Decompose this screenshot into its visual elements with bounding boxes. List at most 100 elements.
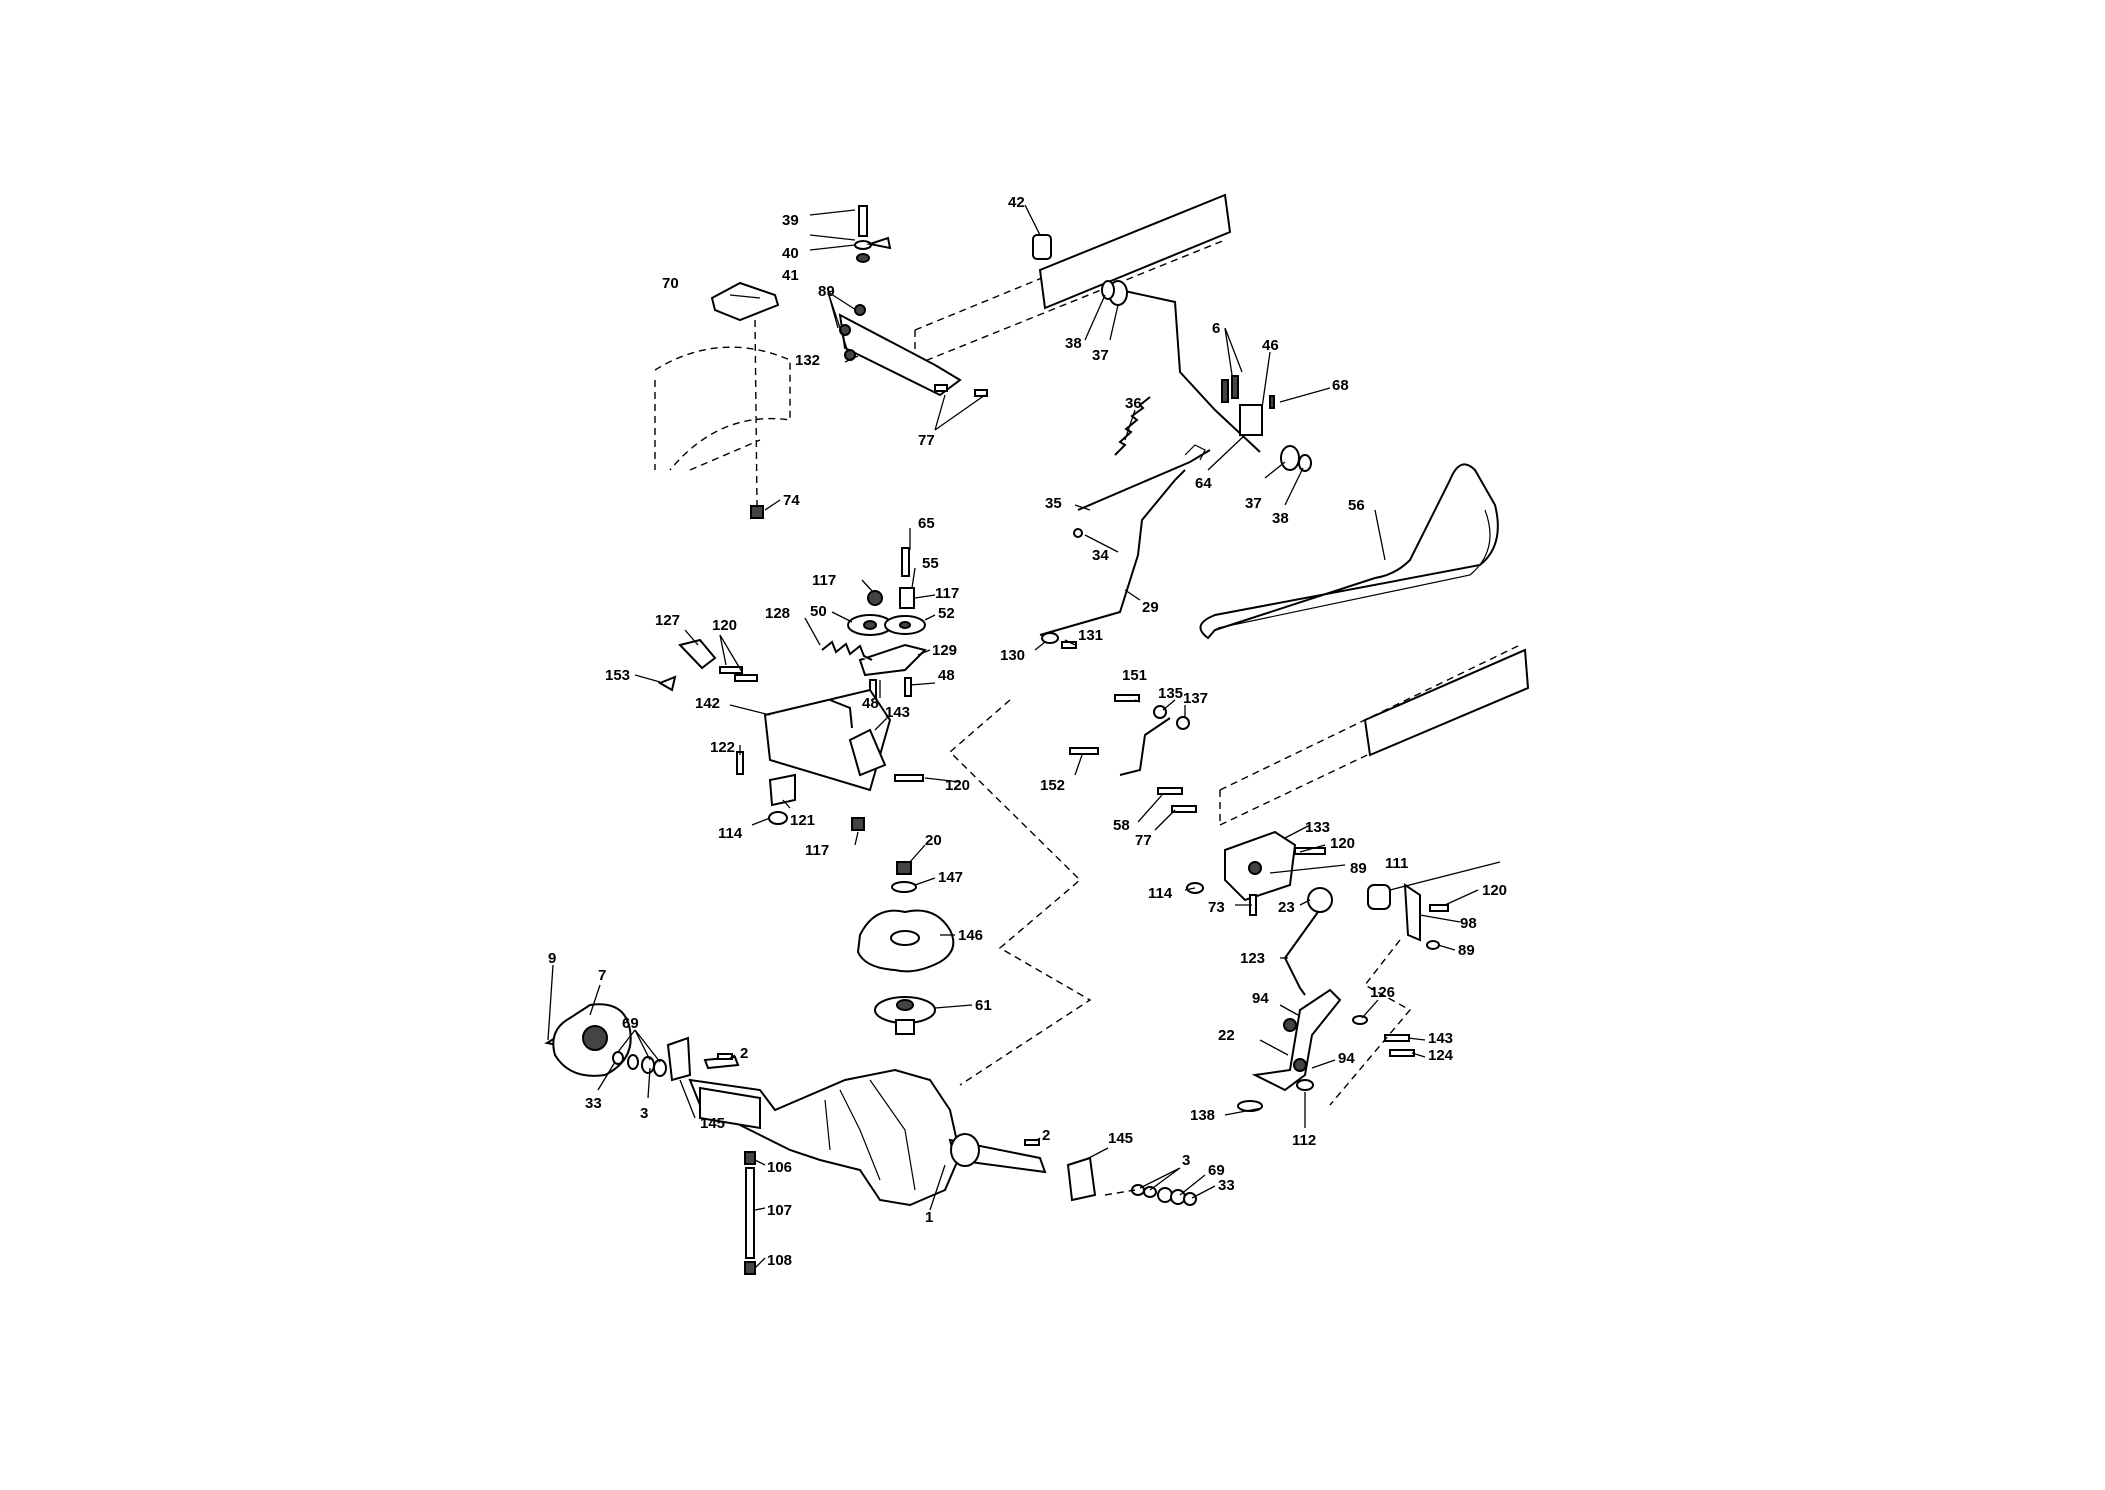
callout-143: 143 [1428,1030,1453,1047]
callout-89: 89 [818,283,835,300]
callout-3: 3 [640,1105,648,1122]
callout-120: 120 [945,777,970,794]
fan-pulley-stack [856,861,955,1035]
callout-38: 38 [1065,335,1082,352]
bolt-120-a [719,666,743,674]
nut-114 [768,811,788,825]
bracket-142 [763,688,892,792]
frame-rail-lower [1219,644,1530,826]
bracket-133 [1157,787,1326,916]
callout-50: 50 [810,603,827,620]
lever-123 [1283,883,1449,996]
bolt-120-b [734,674,758,682]
rod-107 [744,1151,756,1275]
fender-body [654,346,791,471]
washer-130 [1041,632,1059,644]
callout-142: 142 [695,695,720,712]
callout-130: 130 [1000,647,1025,664]
callout-122: 122 [710,739,735,756]
callout-22: 22 [1218,1027,1235,1044]
callout-34: 34 [1092,547,1109,564]
transaxle-1 [688,1068,1047,1207]
rod-35 [1077,449,1211,511]
callout-1: 1 [925,1209,933,1226]
pedal-bracket-22 [1237,988,1415,1112]
cross-shaft [1101,280,1312,472]
callout-42: 42 [1008,194,1025,211]
callout-65: 65 [918,515,935,532]
callout-20: 20 [925,832,942,849]
callout-98: 98 [1460,915,1477,932]
callout-48: 48 [938,667,955,684]
callout-37: 37 [1245,495,1262,512]
callout-147: 147 [938,869,963,886]
callout-33: 33 [1218,1177,1235,1194]
callout-127: 127 [655,612,680,629]
callout-33: 33 [585,1095,602,1112]
callout-29: 29 [1142,599,1159,616]
bolt-stack-39-41 [854,205,892,263]
callout-61: 61 [975,997,992,1014]
callout-38: 38 [1272,510,1289,527]
callout-137: 137 [1183,690,1208,707]
callout-145: 145 [700,1115,725,1132]
callout-56: 56 [1348,497,1365,514]
callout-46: 46 [1262,337,1279,354]
pin-34 [1073,528,1083,538]
left-hub-assembly [544,1003,740,1082]
callout-123: 123 [1240,950,1265,967]
callout-114: 114 [718,825,743,842]
callout-64: 64 [1195,475,1212,492]
callout-48: 48 [862,695,879,712]
callout-135: 135 [1158,685,1183,702]
callout-126: 126 [1370,984,1395,1001]
callout-23: 23 [1278,899,1295,916]
callout-121: 121 [790,812,815,829]
leader-70-74 [754,319,758,506]
pulley-cluster [847,547,926,636]
callout-120: 120 [712,617,737,634]
spring-36 [1114,396,1151,456]
callout-73: 73 [1208,899,1225,916]
callout-35: 35 [1045,495,1062,512]
callout-132: 132 [795,352,820,369]
callout-107: 107 [767,1202,792,1219]
callout-3: 3 [1182,1152,1190,1169]
callout-36: 36 [1125,395,1142,412]
callout-143: 143 [885,704,910,721]
callout-94: 94 [1252,990,1269,1007]
pin-153 [657,675,677,692]
leader-lines [547,204,1501,1269]
bolt-122 [736,751,744,775]
callout-40: 40 [782,245,799,262]
callout-69: 69 [1208,1162,1225,1179]
callout-128: 128 [765,605,790,622]
link-135 [1069,694,1190,776]
rod-29 [1039,469,1186,636]
callout-58: 58 [1113,817,1130,834]
frame-rail-upper [914,193,1232,366]
callout-89: 89 [1458,942,1475,959]
callout-94: 94 [1338,1050,1355,1067]
callout-9: 9 [548,950,556,967]
callout-6: 6 [1212,320,1220,337]
callout-138: 138 [1190,1107,1215,1124]
bracket-132 [838,304,988,397]
callout-2: 2 [1042,1127,1050,1144]
callout-89: 89 [1350,860,1367,877]
callout-108: 108 [767,1252,792,1269]
callout-129: 129 [932,642,957,659]
callout-114: 114 [1148,885,1173,902]
belt-56 [1199,463,1499,640]
nut-117 [851,817,865,831]
bracket-121 [768,773,796,807]
callout-37: 37 [1092,347,1109,364]
cover-part-70 [710,281,780,322]
spring-128 [821,640,873,661]
callout-41: 41 [782,267,799,284]
linkage-routing [1329,939,1412,1106]
nut-74 [750,505,764,519]
callout-labels: 39 40 41 42 70 89 132 77 38 37 6 46 68 3… [548,194,1507,1269]
callout-77: 77 [1135,832,1152,849]
